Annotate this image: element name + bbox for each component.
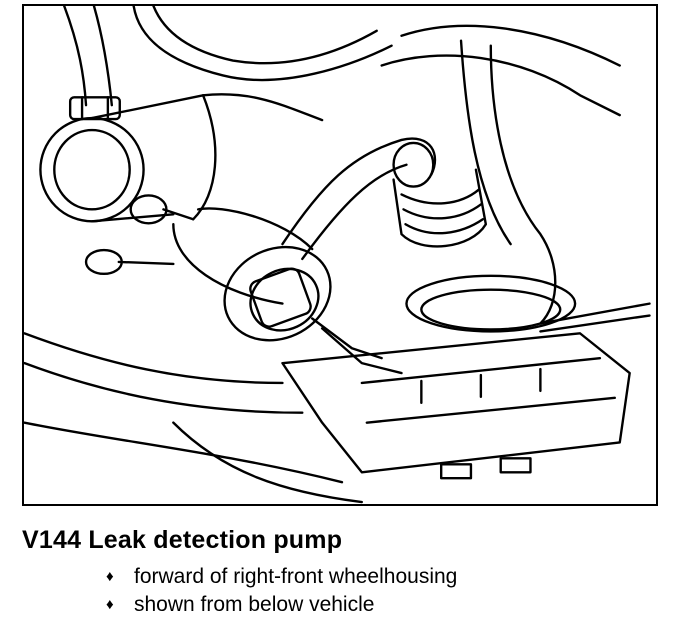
list-item: ♦ shown from below vehicle [106, 591, 457, 619]
list-item: ♦ forward of right-front wheelhousing [106, 563, 457, 591]
component-illustration [22, 4, 658, 506]
component-title: V144 Leak detection pump [22, 526, 343, 554]
diamond-bullet-icon: ♦ [106, 596, 114, 613]
location-notes: ♦ forward of right-front wheelhousing ♦ sh… [106, 563, 457, 619]
location-note-text: shown from below vehicle [134, 593, 375, 616]
diamond-bullet-icon: ♦ [106, 568, 114, 585]
leak-detection-pump-line-drawing [24, 6, 651, 504]
location-note-text: forward of right-front wheelhousing [134, 565, 458, 588]
